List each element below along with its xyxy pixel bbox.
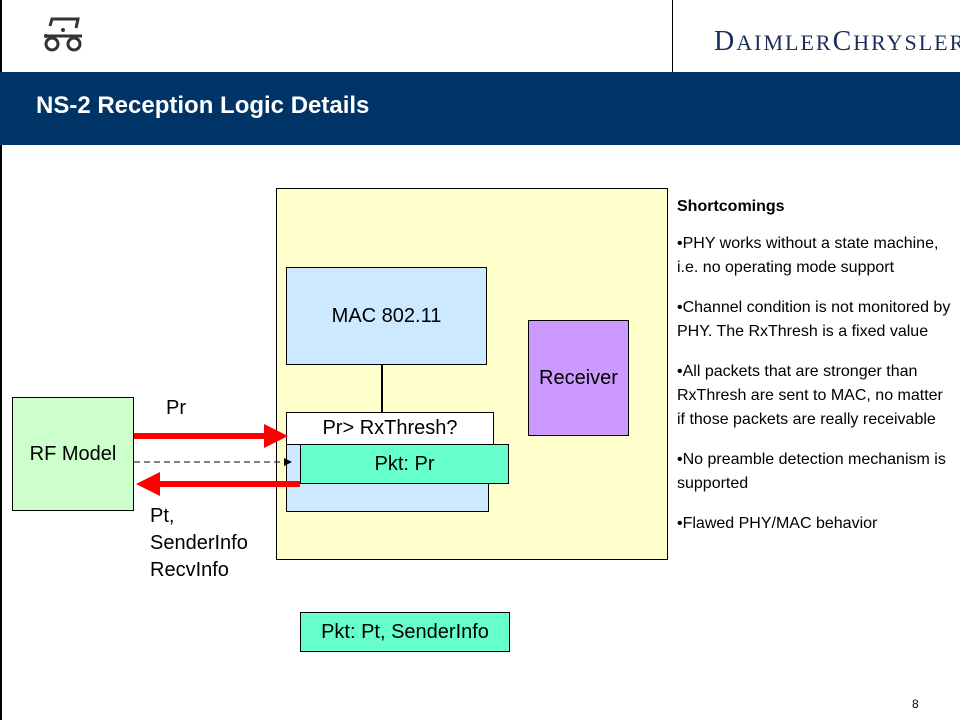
- mac-box: MAC 802.11: [286, 267, 487, 365]
- page-number: 8: [912, 697, 919, 711]
- pt-arrowhead: [136, 472, 160, 496]
- rf-model-label: RF Model: [29, 442, 117, 465]
- shortcoming-item: •Channel condition is not monitored by P…: [677, 299, 951, 340]
- company-logo: DAIMLERCHRYSLER: [714, 26, 960, 57]
- pr-label: Pr: [166, 397, 186, 419]
- shortcoming-item: •Flawed PHY/MAC behavior: [677, 515, 878, 532]
- header-divider: [672, 0, 673, 72]
- receiver-box: Receiver: [528, 320, 629, 436]
- shortcoming-item: •All packets that are stronger than RxTh…: [677, 363, 943, 428]
- mac-phy-connector: [381, 365, 383, 412]
- packet-pr-box: Pkt: Pr: [300, 444, 509, 484]
- packet-pr-label: Pkt: Pr: [374, 452, 435, 475]
- threshold-label: Pr> RxThresh?: [322, 417, 458, 439]
- pr-arrowhead: [264, 424, 288, 448]
- packet-sender-label: Pkt: Pt, SenderInfo: [321, 620, 489, 643]
- shortcoming-item: •No preamble detection mechanism is supp…: [677, 451, 946, 492]
- packet-sender-box: Pkt: Pt, SenderInfo: [300, 612, 510, 652]
- shortcomings-heading: Shortcomings: [677, 198, 785, 215]
- shortcomings-panel: Shortcomings •PHY works without a state …: [677, 198, 955, 552]
- dashed-link-arrowhead: [284, 458, 292, 466]
- slide-left-border: [0, 0, 2, 720]
- pt-senderinfo-label: Pt, SenderInfo RecvInfo: [150, 505, 248, 581]
- mac-label: MAC 802.11: [331, 304, 442, 327]
- receiver-label: Receiver: [539, 366, 618, 389]
- car-logo-icon: [44, 17, 82, 52]
- threshold-check-box: Pr> RxThresh?: [286, 412, 494, 445]
- slide-title: NS-2 Reception Logic Details: [36, 92, 370, 119]
- title-bar: NS-2 Reception Logic Details: [0, 72, 960, 145]
- rf-model-box: RF Model: [12, 397, 134, 511]
- shortcoming-item: •PHY works without a state machine, i.e.…: [677, 235, 939, 276]
